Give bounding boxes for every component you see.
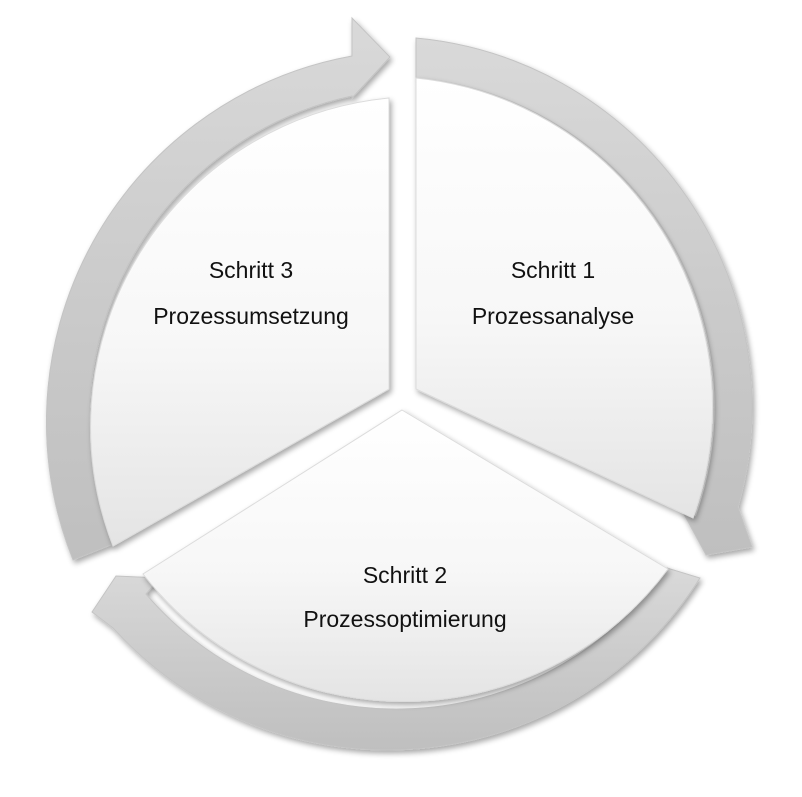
- step-1-label: Schritt 1 Prozessanalyse: [472, 257, 634, 329]
- step-3-name: Prozessumsetzung: [153, 303, 349, 329]
- arrow-step3-to-step1: [45, 16, 391, 561]
- cycle-arrows: [45, 16, 753, 751]
- sector-step2: [142, 409, 669, 703]
- step-2-name: Prozessoptimierung: [303, 606, 506, 632]
- step-3-label: Schritt 3 Prozessumsetzung: [153, 257, 349, 329]
- step-2-title: Schritt 2: [363, 562, 447, 588]
- step-1-name: Prozessanalyse: [472, 303, 634, 329]
- sector-step3: [90, 97, 390, 547]
- arrow-step2-to-step3: [91, 567, 701, 751]
- sector-step1: [415, 77, 713, 519]
- step-1-title: Schritt 1: [511, 257, 595, 283]
- cycle-sectors: [90, 77, 713, 703]
- step-2-label: Schritt 2 Prozessoptimierung: [303, 562, 506, 632]
- arrow-step1-to-step2: [415, 37, 753, 556]
- step-3-title: Schritt 3: [209, 257, 293, 283]
